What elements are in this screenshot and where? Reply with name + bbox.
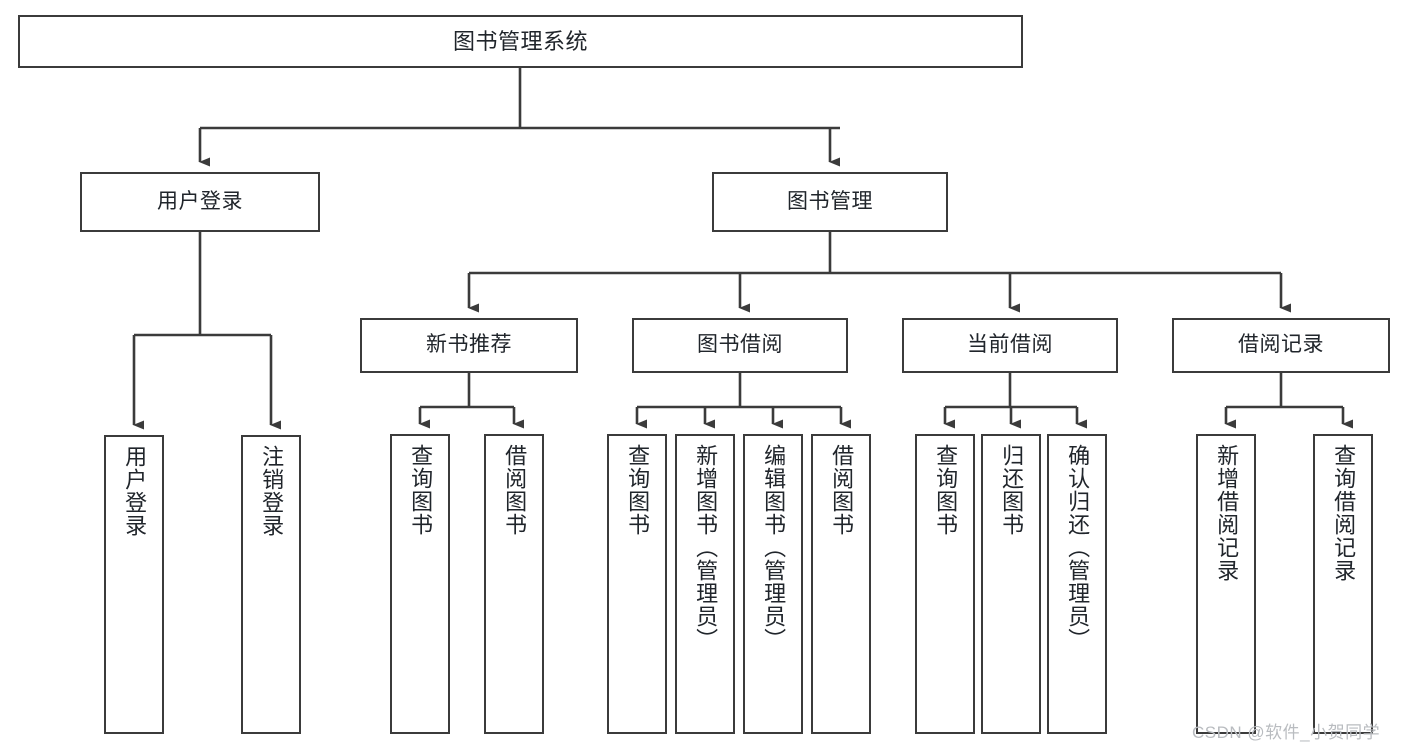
node-book-borrow[interactable]: 图书借阅 (632, 318, 848, 373)
node-book-management[interactable]: 图书管理 (712, 172, 948, 232)
leaf-borrow-book-1[interactable]: 借阅图书 (484, 434, 544, 734)
node-label: 查询图书 (408, 444, 434, 536)
leaf-logout[interactable]: 注销登录 (241, 435, 301, 734)
leaf-edit-book-admin[interactable]: 编辑图书（管理员） (743, 434, 803, 734)
node-label: 用户登录 (122, 445, 148, 537)
node-borrow-record[interactable]: 借阅记录 (1172, 318, 1390, 373)
node-label: 确认归还（管理员） (1065, 444, 1091, 651)
leaf-query-book-1[interactable]: 查询图书 (390, 434, 450, 734)
leaf-query-borrow-record[interactable]: 查询借阅记录 (1313, 434, 1373, 734)
node-label: 图书管理 (787, 189, 873, 213)
node-label: 当前借阅 (967, 333, 1053, 357)
leaf-borrow-book-2[interactable]: 借阅图书 (811, 434, 871, 734)
node-label: 图书借阅 (697, 333, 783, 357)
node-root-system[interactable]: 图书管理系统 (18, 15, 1023, 68)
node-label: 用户登录 (157, 189, 243, 213)
node-label: 查询借阅记录 (1331, 444, 1357, 582)
csdn-watermark: CSDN @软件_小贺同学 (1192, 723, 1381, 742)
node-label: 图书管理系统 (452, 28, 588, 54)
leaf-add-book-admin[interactable]: 新增图书（管理员） (675, 434, 735, 734)
node-label: 新书推荐 (426, 333, 512, 357)
leaf-confirm-return[interactable]: 确认归还（管理员） (1047, 434, 1107, 734)
node-label: 注销登录 (259, 445, 285, 537)
node-current-borrow[interactable]: 当前借阅 (902, 318, 1118, 373)
leaf-query-book-2[interactable]: 查询图书 (607, 434, 667, 734)
node-label: 借阅图书 (829, 444, 855, 536)
node-user-login[interactable]: 用户登录 (80, 172, 320, 232)
node-label: 归还图书 (999, 444, 1025, 536)
node-label: 查询图书 (933, 444, 959, 536)
leaf-return-book[interactable]: 归还图书 (981, 434, 1041, 734)
leaf-query-book-3[interactable]: 查询图书 (915, 434, 975, 734)
node-label: 编辑图书（管理员） (761, 444, 787, 651)
leaf-user-login[interactable]: 用户登录 (104, 435, 164, 734)
node-label: 新增借阅记录 (1214, 444, 1240, 582)
node-label: 查询图书 (625, 444, 651, 536)
node-new-book-recommend[interactable]: 新书推荐 (360, 318, 578, 373)
node-label: 借阅图书 (502, 444, 528, 536)
node-label: 新增图书（管理员） (693, 444, 719, 651)
node-label: 借阅记录 (1238, 333, 1324, 357)
leaf-add-borrow-record[interactable]: 新增借阅记录 (1196, 434, 1256, 734)
